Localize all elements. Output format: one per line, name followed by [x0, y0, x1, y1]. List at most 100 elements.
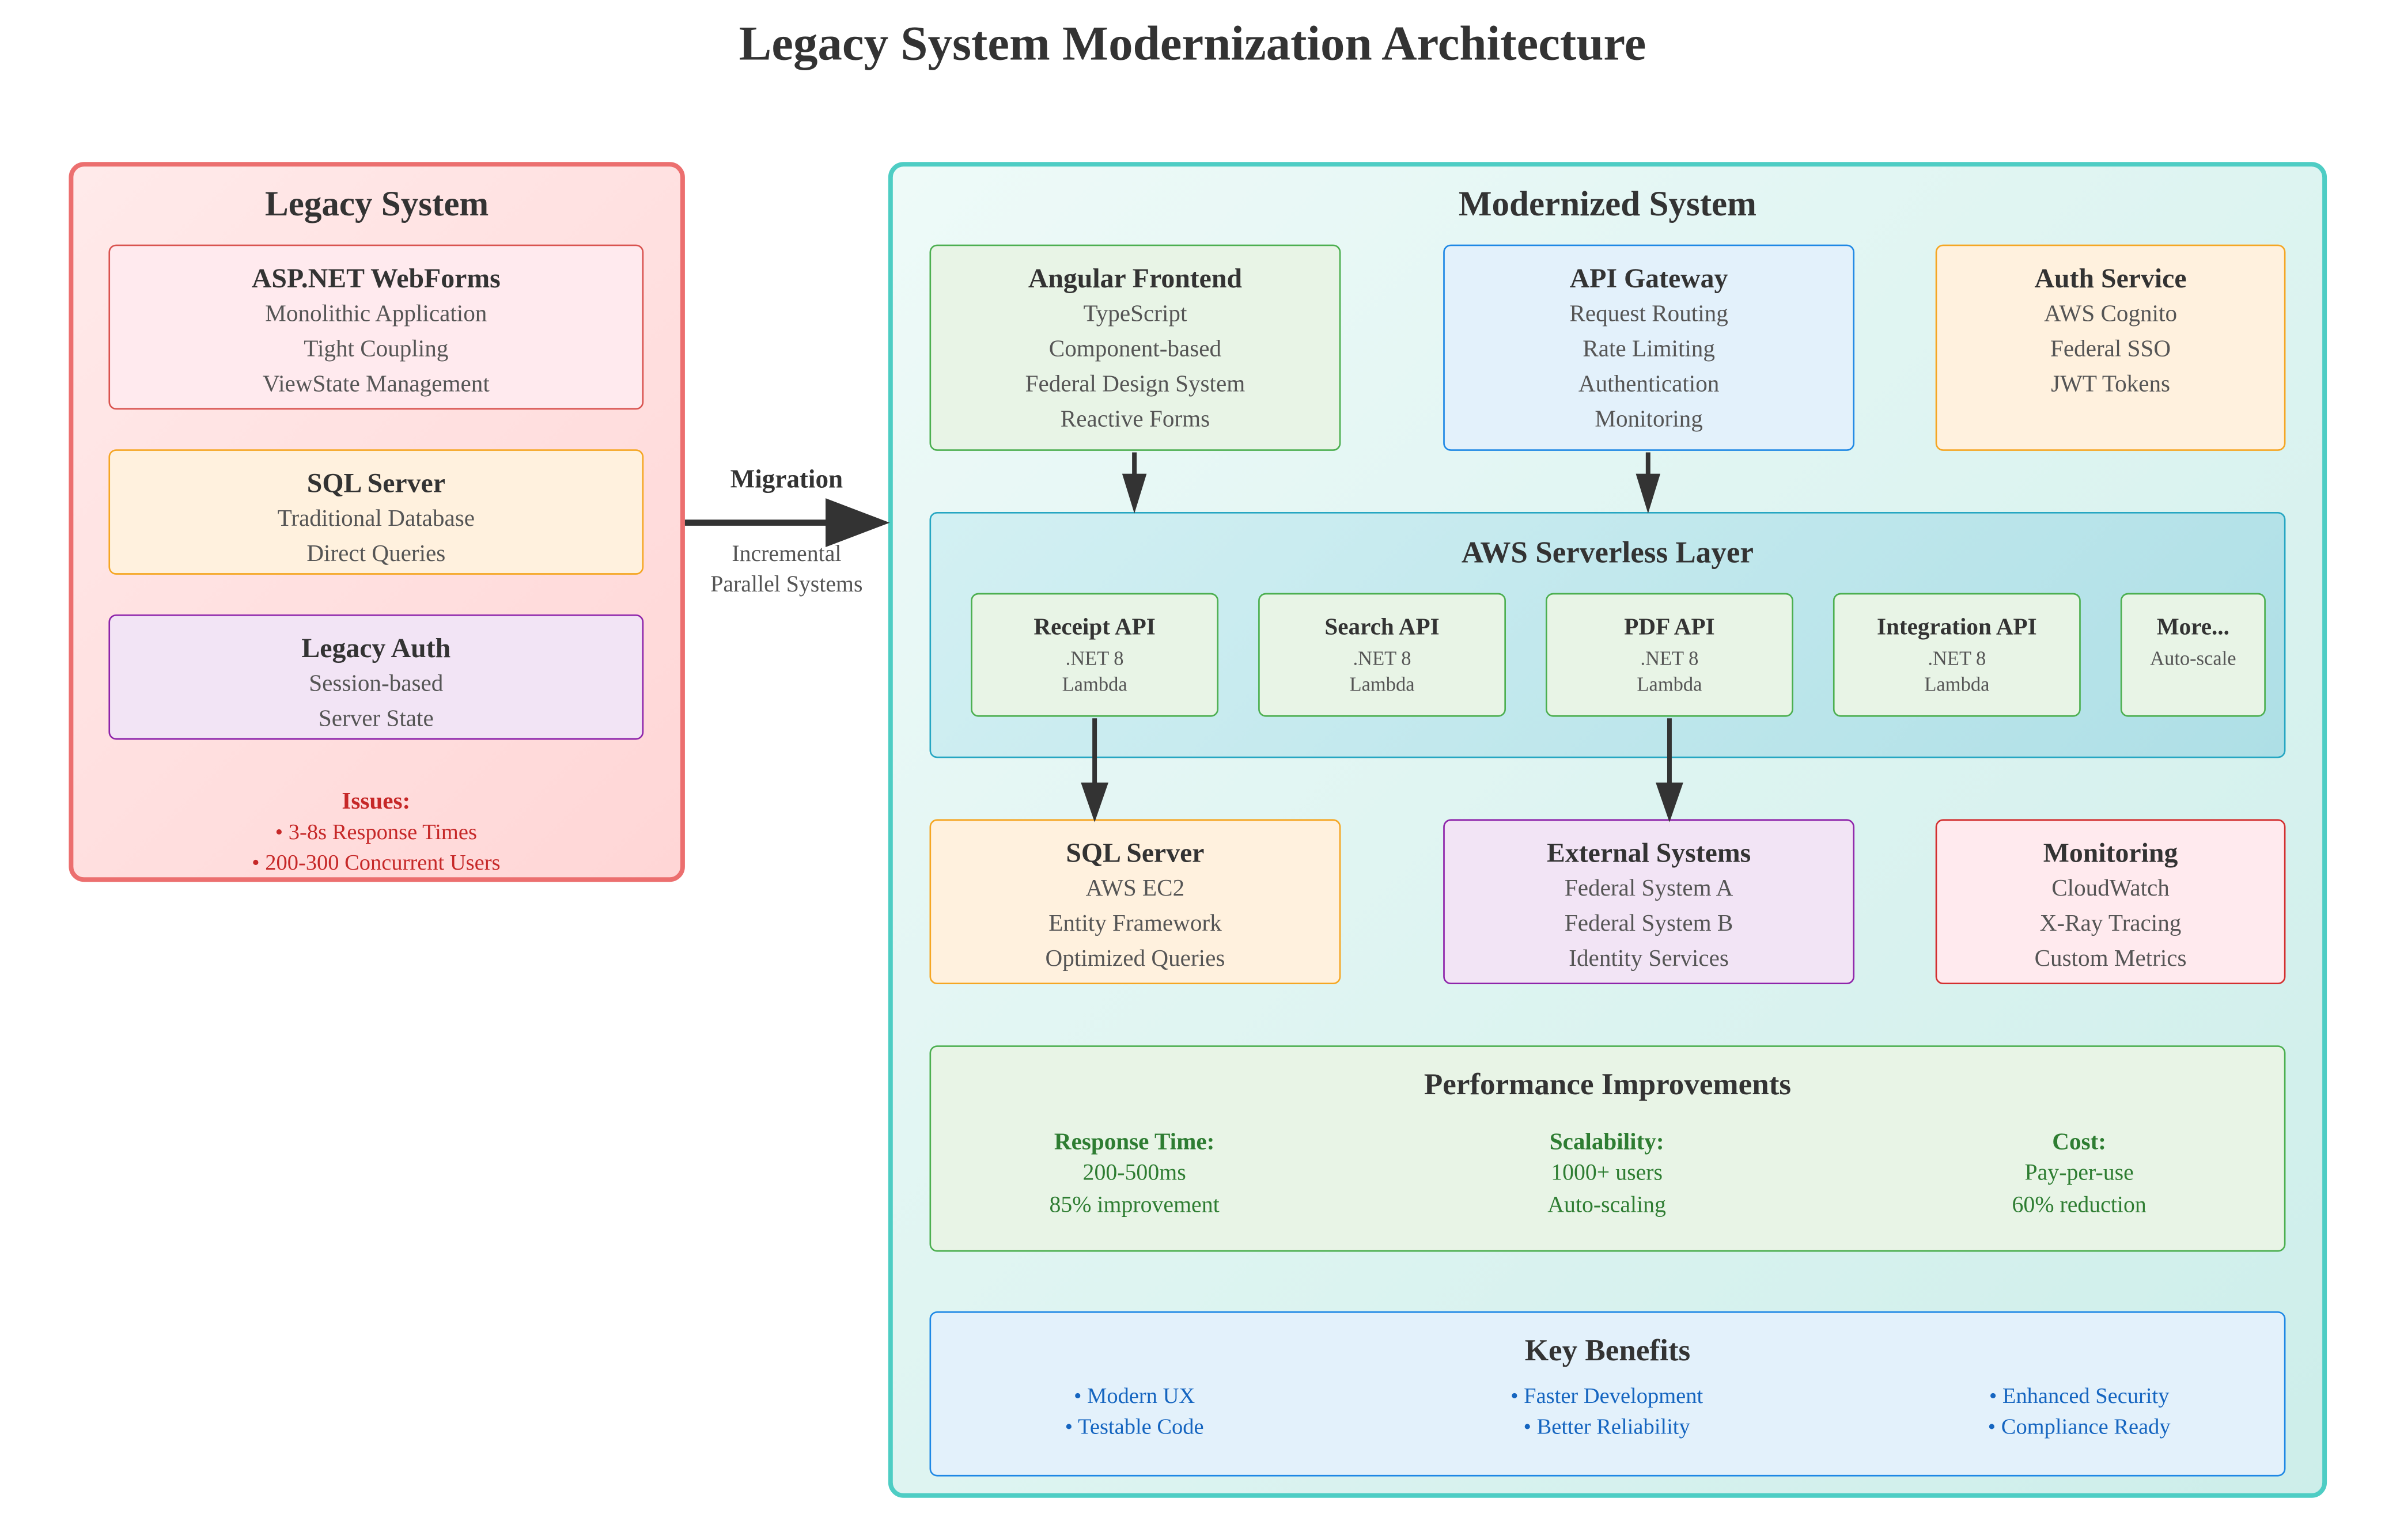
box-line: TypeScript — [1083, 301, 1187, 327]
box-line: Traditional Database — [277, 506, 475, 532]
api-title: Receipt API — [1034, 614, 1156, 640]
external-systems-box: External Systems Federal System A Federa… — [1443, 819, 1855, 985]
migration-notes: Incremental Parallel Systems — [685, 540, 888, 601]
serverless-title: AWS Serverless Layer — [1461, 536, 1754, 570]
migration-note: Incremental — [732, 543, 842, 567]
box-title: Legacy Auth — [301, 632, 451, 663]
box-line: AWS Cognito — [2044, 301, 2178, 327]
aws-sql-server-box: SQL Server AWS EC2 Entity Framework Opti… — [929, 819, 1341, 985]
api-title: PDF API — [1624, 614, 1715, 640]
box-line: Entity Framework — [1048, 911, 1222, 937]
box-line: Tight Coupling — [304, 336, 449, 362]
angular-frontend-box: Angular Frontend TypeScript Component-ba… — [929, 244, 1341, 451]
issues-title: Issues: — [342, 788, 411, 815]
legacy-sql-server-box: SQL Server Traditional Database Direct Q… — [108, 449, 644, 575]
box-line: Optimized Queries — [1045, 946, 1225, 972]
issue-item: • 200-300 Concurrent Users — [252, 851, 501, 876]
performance-title: Performance Improvements — [1424, 1068, 1792, 1102]
perf-line: 60% reduction — [2012, 1193, 2146, 1219]
modernized-system-title: Modernized System — [1458, 185, 1756, 223]
box-title: SQL Server — [306, 468, 445, 499]
perf-line: 1000+ users — [1551, 1161, 1663, 1186]
perf-title: Response Time: — [1054, 1129, 1215, 1156]
more-apis-box: More... Auto-scale — [2120, 593, 2266, 717]
benefits-column: • Enhanced Security • Compliance Ready — [1926, 1382, 2232, 1443]
benefit-item: • Enhanced Security — [1989, 1385, 2170, 1409]
perf-response-time: Response Time: 200-500ms 85% improvement — [982, 1126, 1288, 1223]
performance-improvements-box: Performance Improvements — [929, 1045, 2286, 1252]
box-title: External Systems — [1546, 837, 1751, 868]
perf-scalability: Scalability: 1000+ users Auto-scaling — [1454, 1126, 1760, 1223]
box-line: Federal Design System — [1025, 371, 1246, 397]
box-line: Session-based — [309, 671, 444, 697]
monitoring-box: Monitoring CloudWatch X-Ray Tracing Cust… — [1935, 819, 2286, 985]
perf-title: Scalability: — [1549, 1129, 1664, 1156]
legacy-auth-box: Legacy Auth Session-based Server State — [108, 614, 644, 740]
legacy-issues: Issues: • 3-8s Response Times • 200-300 … — [108, 787, 643, 879]
migration-arrow — [684, 498, 890, 548]
gateway-to-serverless-arrow — [1636, 452, 1661, 514]
migration-note: Parallel Systems — [710, 573, 863, 598]
api-line: Auto-scale — [2150, 646, 2236, 670]
box-line: Direct Queries — [306, 541, 446, 567]
benefits-title: Key Benefits — [1524, 1334, 1691, 1368]
api-line: .NET 8 — [1065, 646, 1124, 670]
perf-title: Cost: — [2052, 1129, 2107, 1156]
perf-line: 85% improvement — [1049, 1193, 1220, 1219]
box-title: API Gateway — [1569, 263, 1728, 294]
api-line: Lambda — [1349, 672, 1415, 696]
api-title: Search API — [1324, 614, 1440, 640]
pdf-api-box: PDF API .NET 8 Lambda — [1545, 593, 1793, 717]
key-benefits-box: Key Benefits — [929, 1311, 2286, 1477]
box-line: Component-based — [1048, 336, 1222, 362]
box-title: ASP.NET WebForms — [251, 263, 501, 294]
box-line: JWT Tokens — [2051, 371, 2171, 397]
box-title: Auth Service — [2034, 263, 2187, 294]
box-line: Federal SSO — [2050, 336, 2171, 362]
perf-line: Auto-scaling — [1547, 1193, 1666, 1219]
benefits-column: • Faster Development • Better Reliabilit… — [1454, 1382, 1760, 1443]
diagram-title: Legacy System Modernization Architecture — [739, 15, 1646, 71]
box-line: Reactive Forms — [1060, 406, 1210, 433]
box-line: Rate Limiting — [1583, 336, 1715, 362]
box-title: Angular Frontend — [1028, 263, 1243, 294]
benefit-item: • Modern UX — [1074, 1385, 1195, 1409]
box-line: Server State — [318, 706, 434, 733]
box-title: Monitoring — [2043, 837, 2178, 868]
perf-line: Pay-per-use — [2024, 1161, 2134, 1186]
api-line: Lambda — [1924, 672, 1990, 696]
box-line: X-Ray Tracing — [2039, 911, 2182, 937]
auth-service-box: Auth Service AWS Cognito Federal SSO JWT… — [1935, 244, 2286, 451]
box-line: Federal System B — [1564, 911, 1733, 937]
api-line: Lambda — [1637, 672, 1702, 696]
api-title: Integration API — [1877, 614, 2037, 640]
box-line: AWS EC2 — [1085, 875, 1185, 902]
benefit-item: • Testable Code — [1065, 1415, 1204, 1440]
issue-item: • 3-8s Response Times — [275, 821, 477, 845]
api-line: .NET 8 — [1353, 646, 1411, 670]
benefit-item: • Compliance Ready — [1988, 1415, 2171, 1440]
box-line: Federal System A — [1564, 875, 1733, 902]
api-gateway-box: API Gateway Request Routing Rate Limitin… — [1443, 244, 1855, 451]
integration-api-box: Integration API .NET 8 Lambda — [1833, 593, 2081, 717]
box-line: Monolithic Application — [265, 301, 487, 327]
box-line: CloudWatch — [2051, 875, 2170, 902]
box-title: SQL Server — [1066, 837, 1205, 868]
box-line: Identity Services — [1569, 946, 1729, 972]
api-line: .NET 8 — [1640, 646, 1699, 670]
search-api-box: Search API .NET 8 Lambda — [1258, 593, 1506, 717]
api-line: Lambda — [1062, 672, 1127, 696]
receipt-api-box: Receipt API .NET 8 Lambda — [971, 593, 1219, 717]
benefit-item: • Better Reliability — [1523, 1415, 1690, 1440]
frontend-to-serverless-arrow — [1122, 452, 1147, 514]
legacy-webforms-box: ASP.NET WebForms Monolithic Application … — [108, 244, 644, 410]
box-line: Request Routing — [1569, 301, 1728, 327]
legacy-system-title: Legacy System — [265, 185, 489, 223]
receipt-api-to-sql-arrow — [1081, 718, 1109, 822]
api-title: More... — [2156, 614, 2229, 640]
perf-cost: Cost: Pay-per-use 60% reduction — [1926, 1126, 2232, 1223]
benefits-column: • Modern UX • Testable Code — [982, 1382, 1288, 1443]
perf-line: 200-500ms — [1082, 1161, 1186, 1186]
